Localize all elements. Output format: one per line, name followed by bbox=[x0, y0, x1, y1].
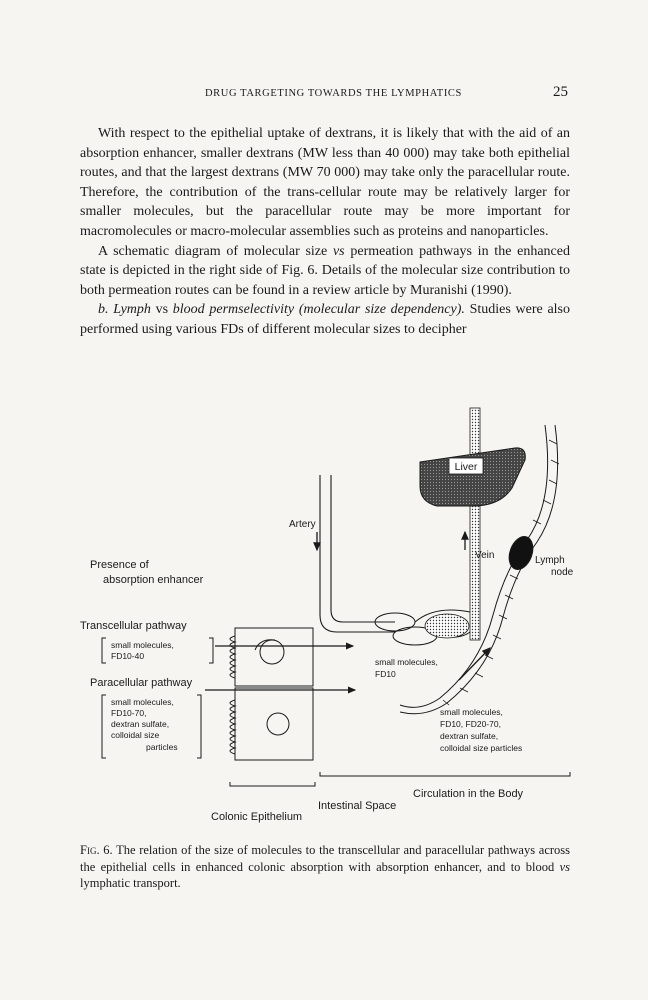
subsection-heading-blood: blood permselectivity (molecular size de… bbox=[172, 302, 465, 318]
cell-nucleus-upper bbox=[259, 639, 285, 665]
intestinal-space-label: Intestinal Space bbox=[318, 800, 396, 812]
figure-caption-vs: vs bbox=[559, 859, 570, 874]
venule-upper bbox=[414, 609, 471, 623]
paragraph-schematic: A schematic diagram of molecular size vs… bbox=[80, 242, 570, 301]
body-text: With respect to the epithelial uptake of… bbox=[80, 124, 570, 340]
enhancer-label-2: absorption enhancer bbox=[103, 574, 204, 586]
para-molecules-5: particles bbox=[146, 742, 178, 752]
lymph-node-shape bbox=[508, 536, 534, 570]
lymph-vessel-outer bbox=[399, 424, 549, 708]
running-head: DRUG TARGETING TOWARDS THE LYMPHATICS bbox=[205, 88, 462, 99]
subsection-heading-vs: vs bbox=[150, 302, 173, 318]
liver-shape bbox=[419, 447, 526, 507]
lymph-node-label-2: node bbox=[551, 567, 574, 578]
circulation-bracket bbox=[319, 772, 571, 777]
subsection-heading-lymph: b. Lymph bbox=[98, 302, 151, 318]
enhancer-label-1: Presence of bbox=[90, 559, 150, 571]
lymph-vessel-valves bbox=[442, 439, 560, 706]
artery-label: Artery bbox=[289, 519, 316, 530]
cell-nucleus-lower bbox=[266, 712, 290, 736]
liver-label-box bbox=[448, 457, 484, 475]
paragraph-schematic-text-b: permeation pathways in the enhanced stat… bbox=[80, 243, 570, 298]
lymph-molecules-3: dextran sulfate, bbox=[440, 731, 498, 741]
trans-bracket-left bbox=[101, 637, 106, 664]
trans-molecules-2: FD10-40 bbox=[111, 651, 144, 661]
intestinal-bracket bbox=[229, 782, 316, 787]
epithelial-cell-lower bbox=[234, 687, 314, 761]
artery-vessel bbox=[319, 475, 395, 633]
paragraph-schematic-vs: vs bbox=[332, 243, 345, 259]
microvilli-lower bbox=[229, 699, 237, 755]
page-number: 25 bbox=[553, 84, 568, 100]
circulation-label: Circulation in the Body bbox=[413, 788, 524, 800]
microvilli-upper bbox=[229, 635, 237, 679]
figure-6: Liver Artery Vein Lymph node Presence of… bbox=[75, 400, 575, 845]
para-molecules-4: colloidal size bbox=[111, 730, 159, 740]
vein-label: Vein bbox=[475, 550, 494, 561]
artery-vessel-inner bbox=[330, 475, 395, 623]
liver-label: Liver bbox=[455, 461, 478, 473]
blood-molecules-1: small molecules, bbox=[375, 657, 438, 667]
paragraph-permselectivity: b. Lymph vs blood permselectivity (molec… bbox=[80, 300, 570, 339]
blood-molecules-2: FD10 bbox=[375, 669, 396, 679]
trans-bracket-right bbox=[209, 637, 214, 664]
transcellular-pathway-label: Transcellular pathway bbox=[80, 620, 187, 632]
lymph-node-label-1: Lymph bbox=[535, 555, 565, 566]
epithelial-cell-upper bbox=[234, 627, 314, 687]
para-bracket-left bbox=[101, 694, 106, 759]
para-molecules-1: small molecules, bbox=[111, 697, 174, 707]
portal-vein bbox=[469, 407, 481, 641]
transcellular-loop bbox=[254, 639, 276, 651]
paragraph-dextran-uptake: With respect to the epithelial uptake of… bbox=[80, 126, 570, 239]
capillary-bed-dotted bbox=[424, 613, 470, 639]
lymph-molecules-1: small molecules, bbox=[440, 707, 503, 717]
figure-caption-text-b: lymphatic transport. bbox=[80, 876, 181, 890]
para-bracket-right bbox=[197, 694, 202, 759]
lymph-flow-arrow bbox=[458, 647, 491, 681]
trans-molecules-1: small molecules, bbox=[111, 640, 174, 650]
figure-6-diagram: Liver Artery Vein Lymph node Presence of… bbox=[80, 407, 574, 823]
para-molecules-3: dextran sulfate, bbox=[111, 719, 169, 729]
figure-caption-text-a: The relation of the size of molecules to… bbox=[80, 843, 571, 874]
paragraph-permselectivity-text: Studies were also performed using variou… bbox=[80, 302, 571, 337]
para-molecules-2: FD10-70, bbox=[111, 708, 146, 718]
paracellular-pathway-label: Paracellular pathway bbox=[90, 677, 193, 689]
lymph-vessel-inner bbox=[399, 424, 559, 715]
lymph-molecules-4: colloidal size particles bbox=[440, 743, 522, 753]
colonic-epithelium-label: Colonic Epithelium bbox=[211, 811, 302, 823]
paragraph-schematic-text-a: A schematic diagram of molecular size bbox=[98, 243, 333, 259]
figure-caption-label: Fig. 6. bbox=[80, 843, 113, 857]
figure-caption: Fig. 6. The relation of the size of mole… bbox=[80, 842, 570, 892]
lymph-molecules-2: FD10, FD20-70, bbox=[440, 719, 501, 729]
